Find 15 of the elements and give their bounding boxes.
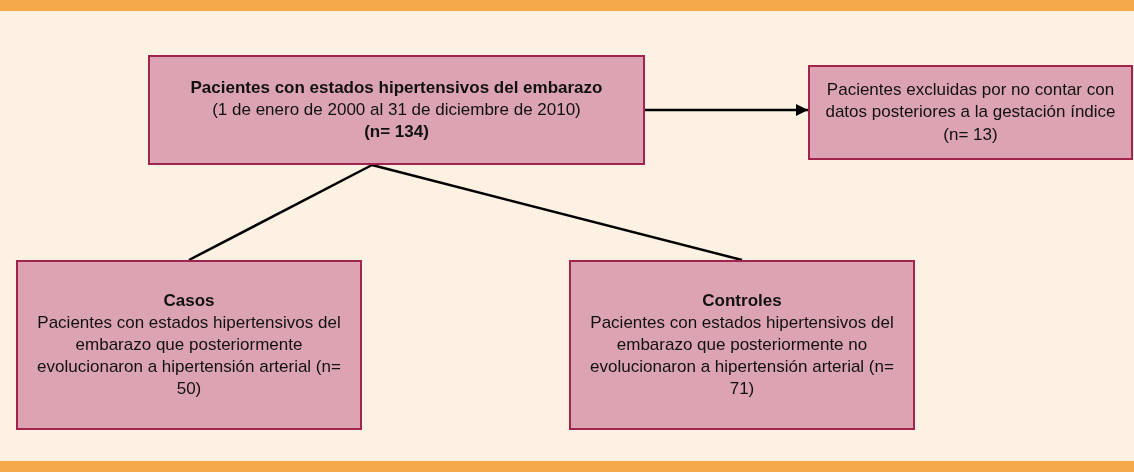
process-box xyxy=(808,65,1133,160)
connector-line xyxy=(371,163,743,262)
process-box xyxy=(569,260,915,430)
node-heading: Pacientes con estados hipertensivos del embarazo xyxy=(189,76,604,99)
node-text: Pacientes con estados hipertensivos del embarazo que posteriormente evolucionaron a hipertensión arterial (n= 50) xyxy=(36,311,342,401)
node-text: (1 de enero de 2000 al 31 de diciembre de 2010) xyxy=(211,98,582,121)
node-heading: Controles xyxy=(701,289,783,312)
process-box xyxy=(16,260,362,430)
arrow xyxy=(645,103,808,117)
process-box xyxy=(148,55,645,165)
node-text: Pacientes con estados hipertensivos del embarazo que posteriormente no evolucionaron a hipertensión arterial (n= 71) xyxy=(589,311,895,401)
node-text: Pacientes excluidas por no contar con datos posteriores a la gestación índice (n= 13) xyxy=(824,79,1117,146)
connector-line xyxy=(188,163,373,262)
node-heading: Casos xyxy=(162,289,216,312)
node-text: (n= 134) xyxy=(363,121,430,144)
